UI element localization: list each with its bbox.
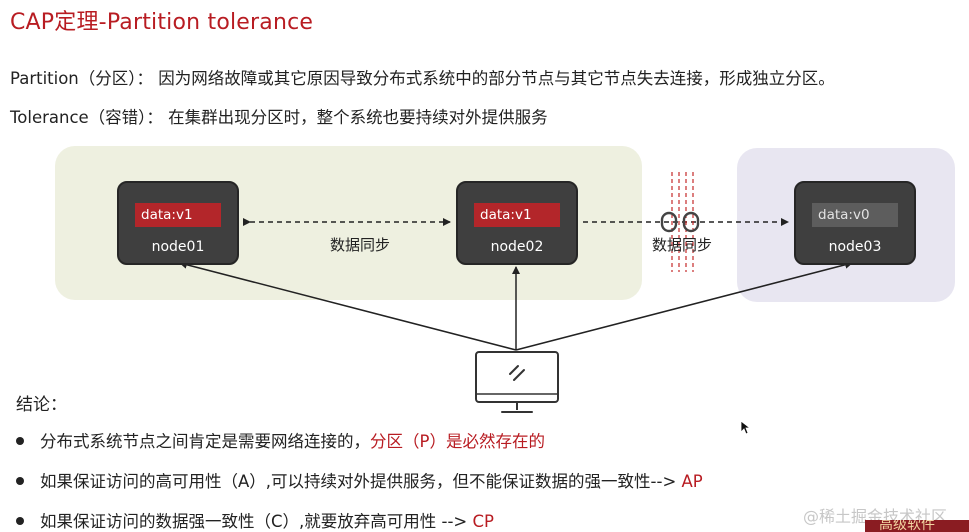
node01-box: data:v1 node01 bbox=[117, 181, 239, 265]
node02-label: node02 bbox=[490, 239, 544, 255]
broken-link-icon bbox=[660, 211, 700, 233]
monitor-icon bbox=[475, 351, 559, 413]
client-arrow-node03 bbox=[515, 260, 853, 351]
bullet-dot-icon bbox=[16, 436, 24, 445]
tolerance-definition: Tolerance（容错）： 在集群出现分区时，整个系统也要持续对外提供服务 bbox=[10, 108, 548, 127]
node03-label: node03 bbox=[828, 239, 882, 255]
bullet-3-highlight: CP bbox=[472, 512, 494, 531]
node01-label: node01 bbox=[151, 239, 205, 255]
partition-definition: Partition（分区）： 因为网络故障或其它原因导致分布式系统中的部分节点与… bbox=[10, 69, 835, 88]
conclusion-bullet-1: 分布式系统节点之间肯定是需要网络连接的，分区（P）是必然存在的 bbox=[16, 428, 545, 452]
node01-data: data:v1 bbox=[135, 203, 221, 227]
sync-label-2: 数据同步 bbox=[652, 236, 713, 254]
bullet-1-text: 分布式系统节点之间肯定是需要网络连接的， bbox=[40, 432, 370, 451]
page-title: CAP定理-Partition tolerance bbox=[10, 10, 314, 35]
conclusion-heading: 结论： bbox=[16, 395, 67, 415]
node03-box: data:v0 node03 bbox=[794, 181, 916, 265]
conclusion-bullet-2: 如果保证访问的高可用性（A）,可以持续对外提供服务，但不能保证数据的强一致性--… bbox=[16, 468, 703, 492]
node03-data: data:v0 bbox=[812, 203, 898, 227]
bullet-1-highlight: 分区（P）是必然存在的 bbox=[370, 432, 545, 451]
node02-box: data:v1 node02 bbox=[456, 181, 578, 265]
sync-label-1: 数据同步 bbox=[330, 236, 391, 254]
bullet-2-highlight: AP bbox=[681, 472, 703, 491]
bullet-2-text: 如果保证访问的高可用性（A）,可以持续对外提供服务，但不能保证数据的强一致性--… bbox=[40, 472, 682, 491]
corner-text: 高级软件 bbox=[879, 520, 935, 532]
conclusion-bullet-3: 如果保证访问的数据强一致性（C）,就要放弃高可用性 --> CP bbox=[16, 508, 494, 532]
bullet-3-text: 如果保证访问的数据强一致性（C）,就要放弃高可用性 --> bbox=[40, 512, 473, 531]
cursor-icon bbox=[740, 420, 752, 435]
node02-data: data:v1 bbox=[474, 203, 560, 227]
bullet-dot-icon bbox=[16, 476, 24, 485]
client-arrow-node01 bbox=[179, 260, 517, 351]
partition-barrier bbox=[671, 172, 694, 272]
corner-banner: 高级软件 bbox=[865, 520, 969, 532]
bullet-dot-icon bbox=[16, 516, 24, 525]
